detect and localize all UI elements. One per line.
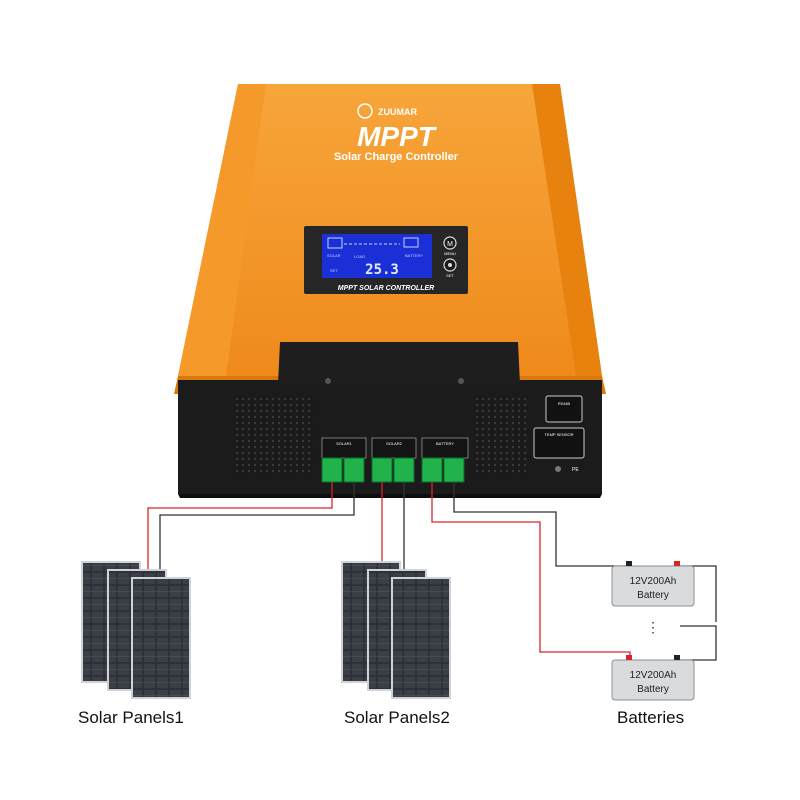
battery-ellipsis: ⋮: [646, 619, 660, 635]
battery-negative-terminal: [626, 561, 632, 566]
battery-top: 12V200Ah Battery: [611, 561, 695, 607]
brand-name: ZUUMAR: [378, 107, 417, 117]
terminal-battery-pos[interactable]: [421, 457, 443, 483]
brand-logo-icon: [357, 103, 373, 119]
lcd-screen: [322, 234, 432, 278]
lcd-reading: 25.3: [365, 262, 399, 278]
model-subtitle: Solar Charge Controller: [334, 151, 459, 163]
solar1-terminal-label: SOLAR1: [336, 441, 353, 446]
wire-battery-negative: [453, 482, 630, 567]
temp-sensor-label: TEMP SENSOR: [544, 432, 573, 437]
controller-left-rail: [178, 84, 266, 376]
rs485-label: RS485: [558, 401, 571, 406]
terminal-battery-neg[interactable]: [443, 457, 465, 483]
battery-bottom: 12V200Ah Battery: [611, 655, 695, 701]
caption-solar-panels-1: Solar Panels1: [78, 708, 184, 727]
solar-panels-1: [81, 561, 191, 699]
menu-button-glyph: M: [447, 241, 453, 248]
rs485-port[interactable]: [545, 395, 583, 423]
battery-capacity: 12V200Ah: [630, 670, 677, 681]
caption-solar-panels-2: Solar Panels2: [344, 708, 450, 727]
screw: [325, 378, 331, 384]
battery-capacity: 12V200Ah: [630, 576, 677, 587]
set-button-label: SET: [446, 273, 454, 278]
wiring: [147, 482, 717, 661]
terminal-solar1-pos[interactable]: [321, 457, 343, 483]
terminal-solar1-neg[interactable]: [343, 457, 365, 483]
lcd-battery-label: BATTERY: [405, 253, 423, 258]
pe-label: PE: [572, 467, 579, 473]
solar-panels-2: [341, 561, 451, 699]
solar2-terminal-label: SOLAR2: [386, 441, 403, 446]
temp-sensor-port[interactable]: [533, 427, 585, 459]
controller-right-rail: [532, 84, 602, 376]
solar-panel: [131, 577, 191, 699]
battery-terminal-label: BATTERY: [436, 441, 454, 446]
battery-lcd-icon: [403, 237, 419, 248]
battery-body: [611, 565, 695, 607]
menu-button-label: MENU: [444, 251, 456, 256]
battery-name: Battery: [637, 590, 669, 601]
battery-positive-terminal: [626, 655, 632, 660]
wire-battery-positive: [431, 482, 631, 660]
battery-positive-terminal: [674, 561, 680, 566]
lcd-solar-label: SOLAR: [327, 253, 341, 258]
menu-button[interactable]: [443, 236, 457, 250]
wire-solar1-positive: [147, 482, 333, 570]
battery-body: [611, 659, 695, 701]
model-title: MPPT: [357, 121, 438, 152]
charge-controller: ZUUMAR MPPT Solar Charge Controller SOLA…: [174, 84, 606, 498]
wire-battery-link-bottom: [676, 625, 717, 661]
screw: [458, 378, 464, 384]
solar-panel: [391, 577, 451, 699]
lcd-set-label: SET: [330, 268, 338, 273]
handle-recess: [278, 342, 520, 384]
battery-name: Battery: [637, 684, 669, 695]
right-vent: [474, 398, 526, 476]
battery-negative-terminal: [674, 655, 680, 660]
ground-terminal[interactable]: [555, 466, 561, 472]
terminal-solar2-pos[interactable]: [371, 457, 393, 483]
lcd-load-label: LOAD: [354, 254, 365, 259]
terminal-blocks: SOLAR1 SOLAR2 BATTERY: [321, 437, 469, 483]
panel-label: MPPT SOLAR CONTROLLER: [338, 285, 434, 292]
solar-panel-lcd-icon: [327, 237, 343, 249]
wire-solar1-negative: [159, 482, 355, 570]
terminal-solar2-neg[interactable]: [393, 457, 415, 483]
caption-batteries: Batteries: [617, 708, 685, 727]
left-vent: [234, 398, 314, 476]
